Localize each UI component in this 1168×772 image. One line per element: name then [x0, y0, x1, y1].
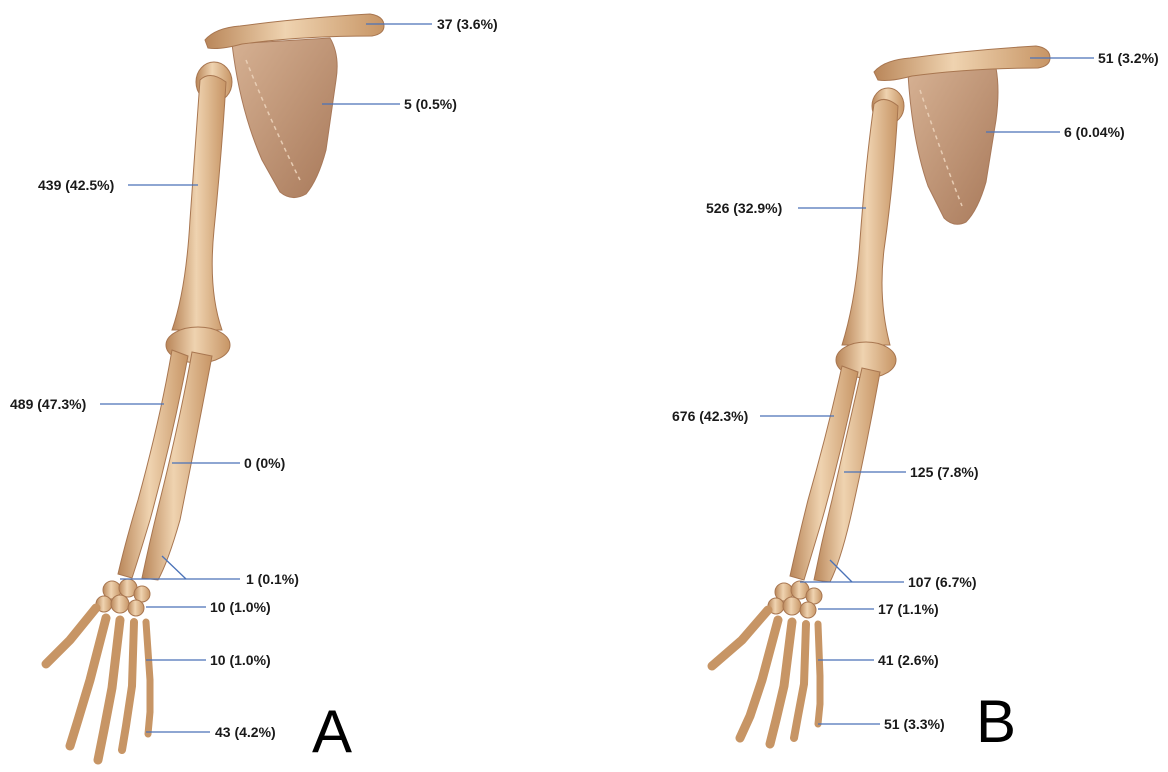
phalanges-count-label: 43 (4.2%)	[215, 724, 276, 740]
clavicle-count-label: 51 (3.2%)	[1098, 50, 1159, 66]
radius-count-label: 489 (47.3%)	[10, 396, 86, 412]
panel-a: 37 (3.6%) 5 (0.5%) 439 (42.5%) 489 (47.3…	[10, 14, 498, 765]
clavicle-count-label: 37 (3.6%)	[437, 16, 498, 32]
humerus-bone	[842, 99, 898, 345]
ulna-count-label: 125 (7.8%)	[910, 464, 978, 480]
panel-letter-b: B	[976, 688, 1016, 755]
carpal-bones	[96, 579, 150, 616]
arm-skeleton-illustration	[712, 46, 1050, 744]
carpal-bones	[768, 581, 822, 618]
scapula-count-label: 5 (0.5%)	[404, 96, 457, 112]
panel-letter-a: A	[312, 698, 352, 765]
metacarpals-count-label: 10 (1.0%)	[210, 652, 271, 668]
scapula-bone	[232, 38, 337, 198]
metacarpals-count-label: 41 (2.6%)	[878, 652, 939, 668]
radius-count-label: 676 (42.3%)	[672, 408, 748, 424]
phalanges-count-label: 51 (3.3%)	[884, 716, 945, 732]
distal-forearm-count-label: 107 (6.7%)	[908, 574, 976, 590]
ulna-count-label: 0 (0%)	[244, 455, 285, 471]
humerus-count-label: 439 (42.5%)	[38, 177, 114, 193]
distal-forearm-count-label: 1 (0.1%)	[246, 571, 299, 587]
humerus-bone	[172, 75, 226, 330]
arm-skeleton-illustration	[46, 14, 384, 760]
hand-bones	[46, 608, 150, 760]
scapula-bone	[908, 68, 998, 224]
carpals-count-label: 17 (1.1%)	[878, 601, 939, 617]
scapula-count-label: 6 (0.04%)	[1064, 124, 1125, 140]
carpals-count-label: 10 (1.0%)	[210, 599, 271, 615]
hand-bones	[712, 610, 820, 744]
humerus-count-label: 526 (32.9%)	[706, 200, 782, 216]
panel-b: 51 (3.2%) 6 (0.04%) 526 (32.9%) 676 (42.…	[672, 46, 1159, 755]
